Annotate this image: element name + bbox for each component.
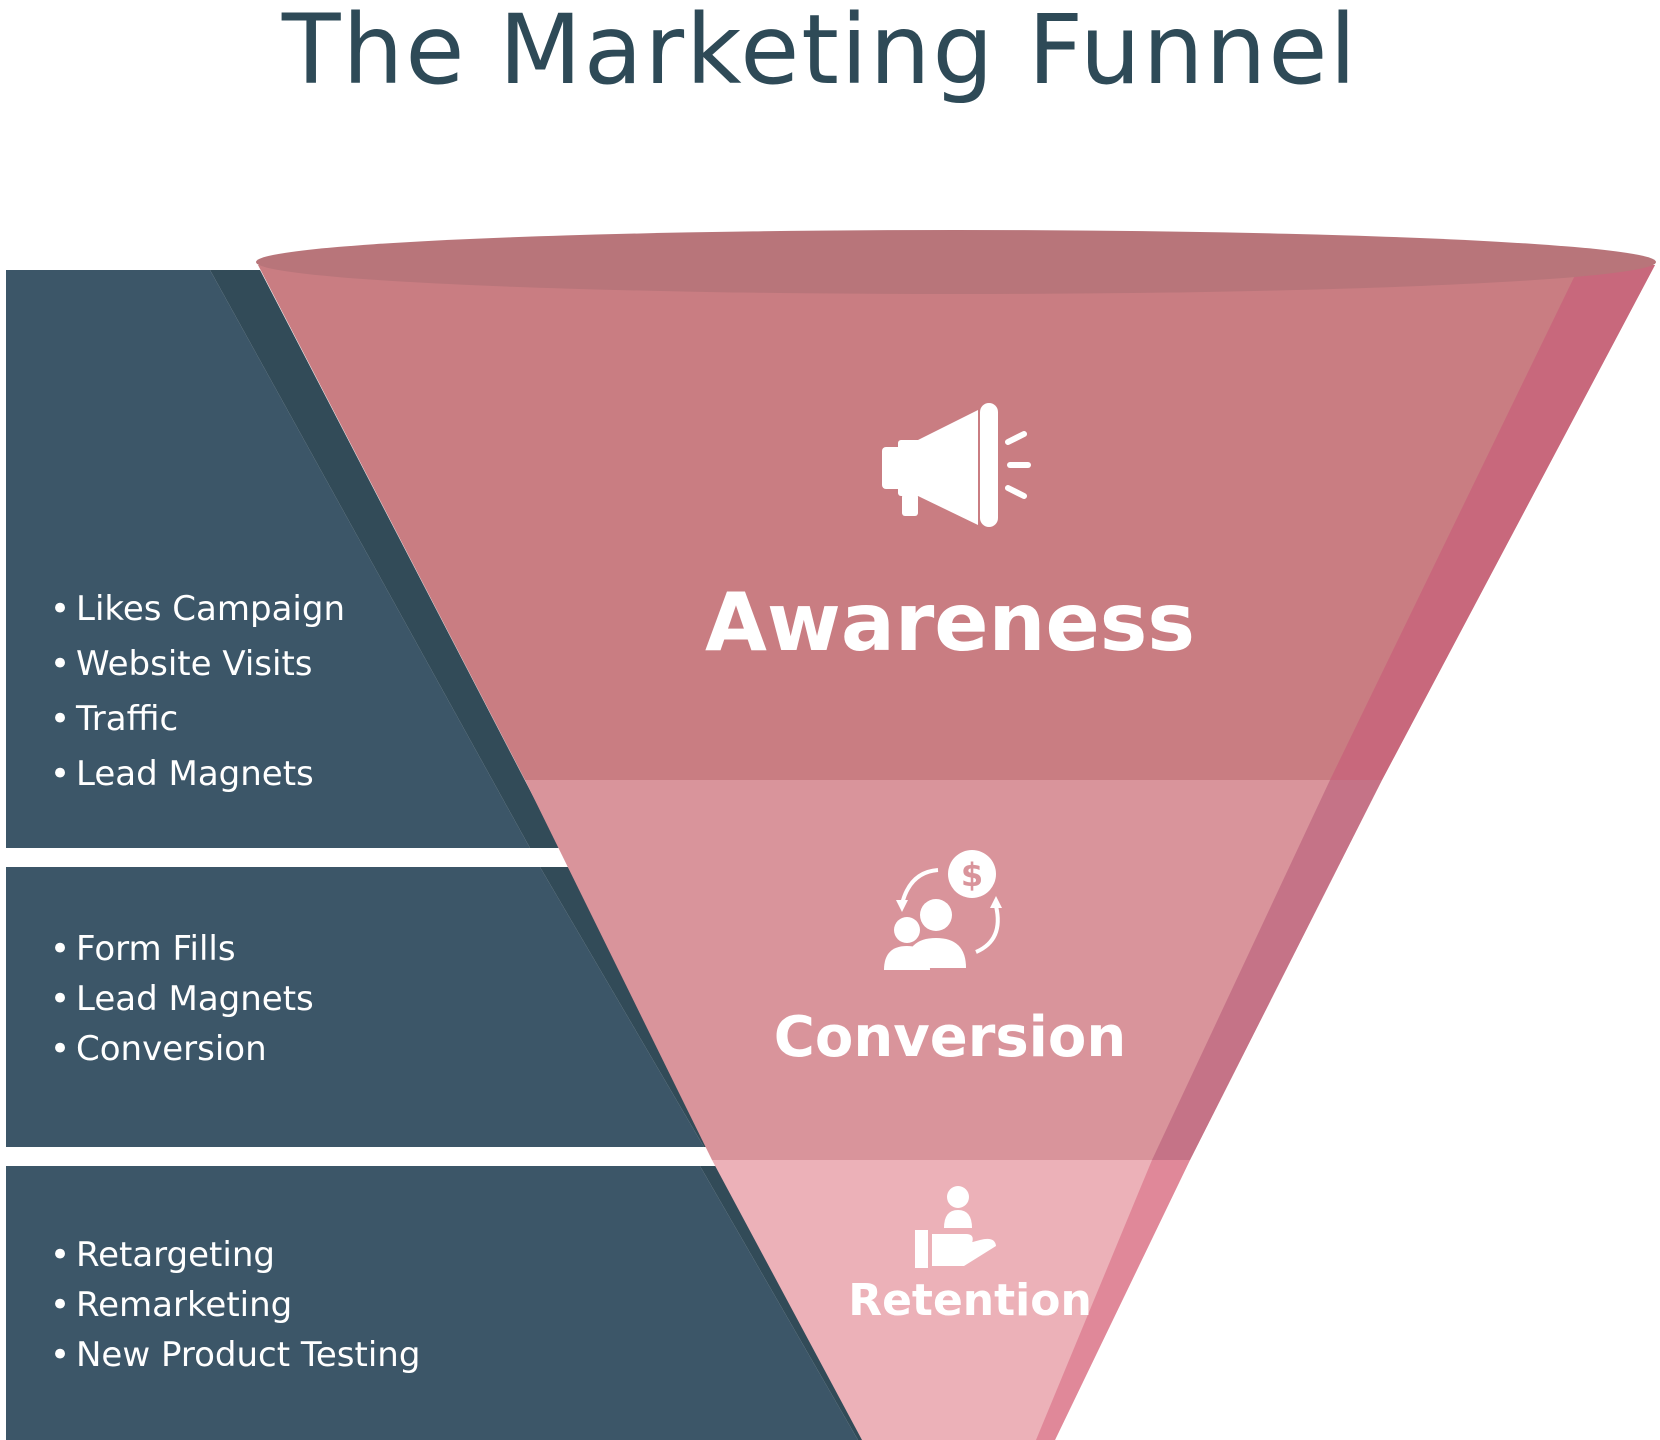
awareness-item-list: Likes Campaign Website Visits Traffic Le… (50, 582, 345, 802)
funnel-stage-conversion (525, 780, 1382, 1160)
svg-text:$: $ (961, 856, 983, 894)
retention-item-list: Retargeting Remarketing New Product Test… (50, 1230, 420, 1380)
list-item: Traffic (50, 692, 345, 747)
stage-label-conversion: Conversion (773, 1005, 1127, 1070)
funnel-rim (256, 230, 1656, 294)
hand-holding-person-icon (915, 1186, 996, 1268)
stage-label-awareness: Awareness (705, 576, 1195, 669)
conversion-item-list: Form Fills Lead Magnets Conversion (50, 924, 314, 1074)
list-item: Retargeting (50, 1230, 420, 1280)
list-item: Likes Campaign (50, 582, 345, 637)
megaphone-icon (882, 403, 1031, 527)
list-item: Conversion (50, 1024, 314, 1074)
list-item: Lead Magnets (50, 747, 345, 802)
people-dollar-cycle-icon: $ (884, 850, 1002, 970)
diagram-title: The Marketing Funnel (281, 0, 1359, 106)
funnel-stage-retention (712, 1160, 1190, 1440)
list-item: Lead Magnets (50, 974, 314, 1024)
list-item: Website Visits (50, 637, 345, 692)
list-item: Form Fills (50, 924, 314, 974)
funnel-stage-awareness (258, 265, 1655, 780)
list-item: Remarketing (50, 1280, 420, 1330)
list-item: New Product Testing (50, 1330, 420, 1380)
stage-label-retention: Retention (848, 1275, 1092, 1326)
